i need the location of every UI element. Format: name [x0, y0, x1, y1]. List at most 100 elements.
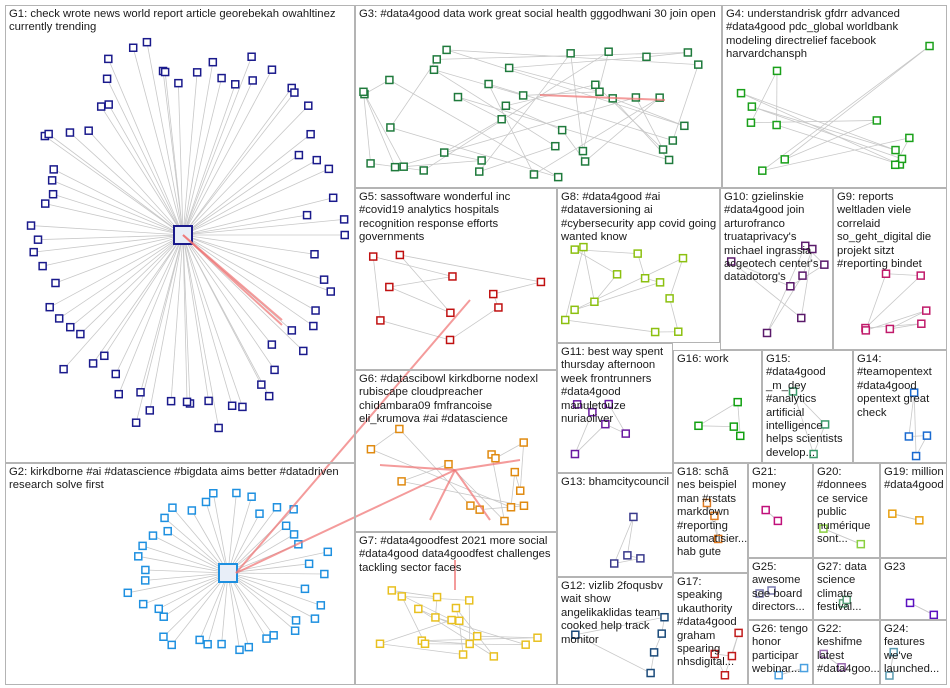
vertex[interactable] [774, 670, 783, 680]
vertex[interactable] [720, 671, 730, 680]
vertex[interactable] [501, 101, 511, 111]
vertex[interactable] [445, 335, 455, 345]
vertex[interactable] [761, 505, 770, 515]
vertex[interactable] [797, 313, 806, 323]
vertex[interactable] [655, 278, 665, 287]
vertex[interactable] [104, 100, 113, 109]
vertex[interactable] [387, 586, 397, 595]
vertex[interactable] [572, 400, 582, 409]
vertex[interactable] [281, 521, 291, 531]
vertex[interactable] [395, 424, 404, 434]
vertex[interactable] [519, 501, 529, 511]
vertex[interactable] [204, 396, 213, 406]
vertex[interactable] [439, 148, 449, 157]
vertex[interactable] [786, 282, 795, 291]
vertex[interactable] [655, 93, 664, 102]
vertex[interactable] [604, 47, 613, 56]
vertex[interactable] [925, 41, 934, 51]
vertex[interactable] [244, 642, 254, 652]
vertex[interactable] [442, 45, 451, 55]
vertex[interactable] [668, 136, 678, 145]
vertex[interactable] [631, 93, 641, 102]
vertex[interactable] [289, 530, 299, 539]
vertex[interactable] [755, 589, 764, 598]
vertex[interactable] [54, 314, 64, 323]
vertex[interactable] [798, 271, 807, 280]
vertex[interactable] [758, 166, 767, 175]
vertex[interactable] [609, 559, 619, 568]
vertex[interactable] [48, 189, 58, 199]
vertex[interactable] [458, 650, 468, 659]
vertex[interactable] [578, 146, 588, 156]
vertex[interactable] [140, 576, 150, 585]
vertex[interactable] [136, 388, 145, 397]
vertex[interactable] [809, 449, 818, 459]
vertex[interactable] [375, 639, 385, 649]
vertex[interactable] [138, 541, 147, 551]
vertex[interactable] [154, 604, 164, 614]
vertex[interactable] [131, 418, 141, 427]
vertex[interactable] [111, 369, 121, 379]
vertex[interactable] [312, 155, 322, 165]
vertex[interactable] [646, 668, 655, 678]
vertex[interactable] [772, 66, 782, 76]
vertex[interactable] [420, 639, 430, 648]
vertex[interactable] [521, 640, 530, 649]
vertex[interactable] [217, 73, 226, 83]
vertex[interactable] [214, 423, 223, 433]
vertex[interactable] [311, 306, 320, 315]
vertex[interactable] [316, 601, 326, 610]
vertex[interactable] [909, 388, 919, 397]
vertex[interactable] [40, 199, 50, 208]
vertex[interactable] [47, 176, 57, 185]
vertex[interactable] [842, 595, 851, 605]
vertex[interactable] [657, 629, 666, 638]
vertex[interactable] [187, 506, 197, 515]
vertex[interactable] [551, 141, 560, 151]
vertex[interactable] [26, 221, 36, 230]
vertex[interactable] [889, 647, 898, 657]
vertex[interactable] [820, 420, 830, 429]
vertex[interactable] [515, 486, 525, 495]
vertex[interactable] [66, 322, 75, 332]
vertex[interactable] [489, 289, 498, 299]
vertex[interactable] [302, 210, 312, 220]
vertex[interactable] [272, 503, 282, 512]
vertex[interactable] [929, 610, 939, 620]
vertex[interactable] [570, 245, 580, 254]
vertex[interactable] [304, 101, 313, 110]
vertex[interactable] [588, 407, 597, 417]
vertex[interactable] [264, 391, 274, 401]
vertex[interactable] [640, 273, 650, 283]
vertex[interactable] [447, 615, 456, 625]
vertex[interactable] [232, 488, 241, 498]
vertex[interactable] [49, 165, 58, 174]
vertex[interactable] [65, 128, 75, 137]
vertex[interactable] [163, 526, 172, 536]
vertex[interactable] [621, 429, 631, 438]
vertex[interactable] [922, 431, 932, 440]
vertex[interactable] [51, 278, 60, 288]
vertex[interactable] [390, 162, 400, 172]
vertex[interactable] [267, 65, 277, 74]
vertex[interactable] [247, 492, 256, 501]
vertex[interactable] [819, 524, 828, 533]
vertex[interactable] [444, 459, 453, 469]
vertex[interactable] [475, 167, 484, 176]
vertex[interactable] [217, 639, 226, 649]
vertex[interactable] [747, 102, 757, 111]
vertex[interactable] [320, 569, 329, 579]
vertex[interactable] [904, 432, 914, 441]
vertex[interactable] [166, 396, 176, 406]
vertex[interactable] [142, 37, 152, 47]
vertex[interactable] [255, 509, 264, 518]
vertex[interactable] [510, 467, 520, 477]
vertex[interactable] [235, 645, 244, 655]
vertex[interactable] [713, 534, 723, 544]
vertex[interactable] [446, 308, 455, 318]
vertex[interactable] [710, 511, 719, 521]
vertex[interactable] [366, 159, 375, 168]
vertex[interactable] [287, 326, 297, 335]
vertex[interactable] [464, 596, 474, 605]
vertex[interactable] [38, 261, 47, 271]
